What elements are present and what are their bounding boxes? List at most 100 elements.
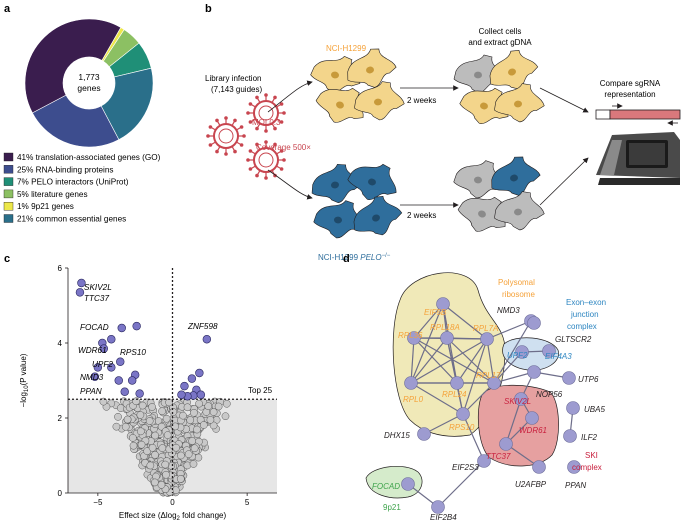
y-tick-label: 0 [58, 489, 63, 498]
network-edge [410, 303, 444, 384]
donut-center-unit: genes [77, 83, 100, 93]
cell [347, 48, 397, 88]
network-edge [442, 303, 488, 340]
arrow-bottom-to-seq [539, 157, 589, 206]
data-point [151, 478, 159, 487]
data-point [176, 475, 185, 483]
highlighted-point [132, 321, 141, 331]
cell [311, 163, 362, 204]
highlighted-point [187, 374, 197, 383]
network-edge [493, 351, 523, 384]
virus [206, 116, 246, 156]
node-label: EIF2B4 [430, 513, 457, 522]
network-edge [493, 320, 532, 384]
node-label: RPL17 [476, 371, 501, 380]
compare-label-1: Compare sgRNA [600, 79, 661, 88]
weeks-bottom: 2 weeks [407, 211, 436, 220]
data-point [206, 416, 215, 424]
data-point [123, 415, 132, 424]
data-point [136, 411, 145, 419]
network-edge [462, 382, 495, 415]
data-point [136, 427, 145, 436]
sgrna-construct [595, 103, 681, 126]
cells-top-after [453, 49, 545, 124]
cells-top [310, 48, 405, 123]
legend-swatch [3, 214, 14, 223]
data-point [204, 402, 213, 411]
network-node [515, 345, 529, 359]
highlighted-point [90, 372, 100, 381]
data-point [146, 461, 155, 470]
highlighted-point [107, 335, 116, 344]
node-label: GLTSCR2 [555, 335, 592, 344]
node-label: PPAN [565, 481, 586, 490]
arrow-top-to-seq [539, 87, 589, 113]
data-point [222, 399, 231, 408]
data-point [186, 416, 195, 424]
network-node [532, 460, 546, 474]
cell [347, 163, 397, 200]
data-point [195, 399, 203, 408]
x-tick-label: 0 [170, 498, 175, 507]
legend-swatch [3, 152, 14, 162]
polysomal-label: Polysomal [498, 278, 535, 287]
data-point [179, 411, 187, 420]
sequencer-icon [596, 132, 680, 185]
highlighted-point [135, 389, 144, 398]
panel-label-d: d [343, 253, 350, 265]
data-point [129, 441, 138, 450]
network-node [567, 460, 581, 474]
legend-label: 21% common essential genes [17, 215, 126, 224]
data-point [148, 403, 156, 411]
network-node [431, 500, 445, 514]
legend-label: 7% PELO interactors (UniProt) [17, 178, 129, 187]
gene-label: WDR61 [78, 346, 107, 355]
cell-line-bottom: NCI-H1299 PELO−/− [318, 253, 391, 262]
highlighted-point [120, 387, 129, 396]
data-point [193, 425, 201, 434]
gene-label: PPAN [80, 387, 102, 396]
highlighted-point [202, 335, 212, 344]
network-node [514, 392, 528, 406]
network-node [417, 427, 431, 441]
ejc-label: Exon–exon [566, 298, 606, 307]
polysomal-label: ribosome [502, 290, 535, 299]
arrow-to-top-cells [267, 80, 313, 113]
cells-bottom-after [453, 156, 545, 232]
cell [494, 83, 545, 123]
gene-label: ZNF598 [187, 322, 218, 331]
data-point [151, 451, 159, 459]
cell [315, 87, 364, 123]
node-label: SKIV2L [504, 397, 531, 406]
data-point [138, 401, 147, 410]
highlighted-point [177, 390, 186, 399]
data-point [121, 422, 130, 431]
network-edge [410, 338, 488, 384]
legend-swatch [3, 189, 14, 199]
data-point [177, 451, 185, 460]
gene-label: NMD3 [80, 373, 104, 382]
moi-label: MOI 0.3 [252, 118, 281, 127]
legend-label: 25% RNA-binding proteins [17, 165, 113, 174]
node-label: U2AFBP [515, 480, 547, 489]
node-label: UBA5 [584, 405, 605, 414]
coverage-label: Coverage 500× [256, 143, 311, 152]
cell-line-top: NCI-H1299 [326, 44, 367, 53]
data-point [114, 413, 122, 421]
network-edge [462, 338, 488, 415]
data-point [161, 460, 170, 469]
network-edge [437, 460, 485, 508]
network-edge [486, 338, 495, 384]
data-point [151, 431, 159, 440]
legend-label: 1% 9p21 genes [17, 202, 74, 211]
x-axis-label: Effect size (Δlog2 fold change) [119, 511, 227, 522]
donut-slice [24, 18, 122, 114]
network-node [436, 297, 450, 311]
network-node [487, 376, 501, 390]
ski-complex [477, 384, 559, 467]
panel-label-a: a [4, 3, 11, 15]
cell [491, 156, 541, 196]
node-label: UPF2 [507, 351, 528, 360]
data-point [189, 460, 198, 468]
